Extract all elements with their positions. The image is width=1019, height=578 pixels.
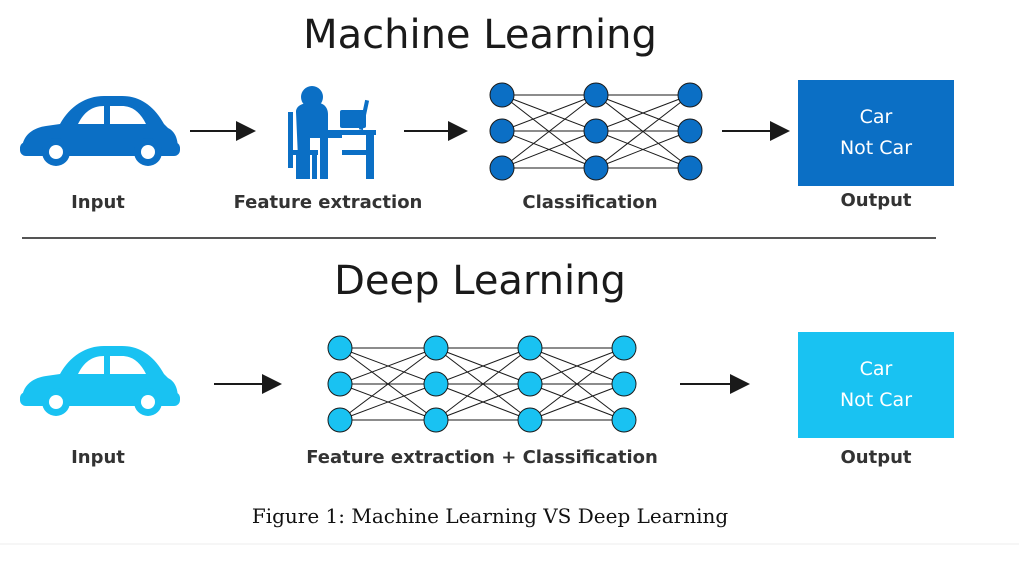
ml-network-connection bbox=[501, 94, 597, 169]
dl-network-node bbox=[423, 335, 449, 361]
ml-output-box-bg bbox=[798, 80, 954, 186]
dl-network-node bbox=[423, 407, 449, 433]
ml-network-node bbox=[489, 155, 515, 181]
dl-title: Deep Learning bbox=[334, 258, 626, 304]
dl-network-node bbox=[611, 335, 637, 361]
dl-network-node bbox=[517, 335, 543, 361]
dl-neural-network-icon bbox=[327, 335, 637, 433]
ml-network-node bbox=[583, 155, 609, 181]
ml-output-not-car: Not Car bbox=[839, 137, 913, 159]
ml-output-car: Car bbox=[859, 106, 893, 128]
ml-output-box: Car Not Car bbox=[798, 80, 954, 186]
dl-network-node bbox=[423, 371, 449, 397]
dl-network-node bbox=[611, 407, 637, 433]
dl-network-node bbox=[517, 371, 543, 397]
dl-network-node bbox=[611, 371, 637, 397]
ml-network-node bbox=[677, 155, 703, 181]
ml-classification-label: Classification bbox=[522, 192, 658, 213]
ml-network-node bbox=[489, 82, 515, 108]
ml-network-node bbox=[583, 82, 609, 108]
dl-combined-label: Feature extraction + Classification bbox=[306, 447, 658, 468]
dl-network-connection bbox=[435, 347, 531, 385]
ml-output-label: Output bbox=[840, 190, 912, 211]
dl-network-connection bbox=[435, 383, 531, 421]
dl-network-connection bbox=[435, 347, 531, 421]
ml-network-node bbox=[677, 118, 703, 144]
dl-network-connection bbox=[339, 347, 437, 385]
dl-output-box: Car Not Car bbox=[798, 332, 954, 438]
ml-network-connection bbox=[595, 130, 691, 169]
ml-network-connection bbox=[595, 94, 691, 169]
dl-network-node bbox=[517, 407, 543, 433]
ml-network-node bbox=[677, 82, 703, 108]
dl-output-car: Car bbox=[859, 358, 893, 380]
dl-network-node bbox=[327, 371, 353, 397]
ml-network-node bbox=[489, 118, 515, 144]
dl-network-connection bbox=[529, 347, 625, 385]
dl-output-box-bg bbox=[798, 332, 954, 438]
dl-network-node bbox=[327, 407, 353, 433]
ml-input-label: Input bbox=[71, 192, 125, 213]
dl-output-not-car: Not Car bbox=[839, 389, 913, 411]
dl-network-connection bbox=[529, 383, 625, 421]
dl-car-icon bbox=[20, 346, 180, 416]
dl-input-label: Input bbox=[71, 447, 125, 468]
figure-caption: Figure 1: Machine Learning VS Deep Learn… bbox=[251, 504, 729, 528]
ml-network-connection bbox=[501, 94, 597, 132]
ml-network-connection bbox=[595, 94, 691, 132]
ml-car-icon bbox=[20, 96, 180, 166]
dl-output-label: Output bbox=[840, 447, 912, 468]
dl-network-node bbox=[327, 335, 353, 361]
ml-network-connection bbox=[501, 130, 597, 169]
ml-title: Machine Learning bbox=[303, 12, 657, 58]
person-at-computer-icon bbox=[288, 86, 376, 179]
dl-network-connection bbox=[339, 347, 437, 421]
ml-feature-label: Feature extraction bbox=[233, 192, 423, 213]
ml-neural-network-icon bbox=[489, 82, 703, 181]
ml-network-node bbox=[583, 118, 609, 144]
dl-network-connection bbox=[339, 383, 437, 421]
dl-network-connection bbox=[529, 347, 625, 421]
